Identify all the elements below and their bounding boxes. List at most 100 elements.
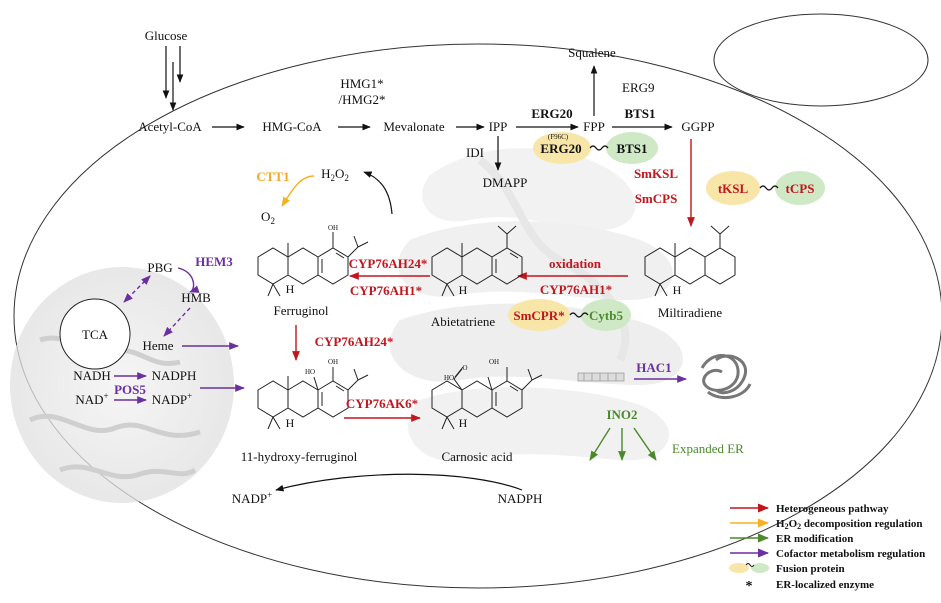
legend-fusion-yellow <box>729 563 749 573</box>
cyp76ak6-label: CYP76AK6* <box>346 396 418 411</box>
legend-fusion: Fusion protein <box>776 563 845 575</box>
pbg-mito-link <box>123 275 151 303</box>
erg20-fusion-blob <box>533 132 591 164</box>
cyp76ah1-a-label: CYP76AH1* <box>350 283 422 298</box>
glucose-label: Glucose <box>145 28 188 43</box>
tksl-fusion-blob <box>706 171 760 205</box>
mevalonate-label: Mevalonate <box>383 119 445 134</box>
ggpp-label: GGPP <box>681 119 714 134</box>
hydroxy-h: H <box>286 416 295 430</box>
ipp-label: IPP <box>489 119 508 134</box>
arrow-nadph-nadp-bottom <box>275 473 523 492</box>
carnosic-acid-structure <box>431 366 543 430</box>
protein-fold-icon <box>700 354 752 400</box>
tcps-label: tCPS <box>786 181 815 196</box>
hmb-heme-link <box>163 307 191 337</box>
legend-fusion-linker <box>745 563 755 567</box>
idi-label: IDI <box>466 145 484 160</box>
erg20-label: ERG20 <box>531 106 572 121</box>
ino2-label: INO2 <box>606 407 637 422</box>
hydroxy-ferruginol-label: 11-hydroxy-ferruginol <box>241 449 358 464</box>
nadp-bottom-label: NADP+ <box>232 490 272 506</box>
o2-label: O2 <box>261 209 275 226</box>
oxidation-label: oxidation <box>549 256 602 271</box>
abietatriene-label: Abietatriene <box>431 314 495 329</box>
smksl-label: SmKSL <box>634 166 678 181</box>
miltiradiene-label: Miltiradiene <box>658 305 722 320</box>
cytb5-label: Cytb5 <box>589 308 623 323</box>
hmg-coa-label: HMG-CoA <box>262 119 322 134</box>
f96c-label: (F96C) <box>548 133 569 141</box>
heme-label: Heme <box>142 338 173 353</box>
nadph-bottom-label: NADPH <box>498 491 543 506</box>
erg20-fusion-label: ERG20 <box>540 141 581 156</box>
nad-label: NAD+ <box>75 391 108 407</box>
cyp76ah1-b-label: CYP76AH1* <box>540 282 612 297</box>
hmb-label: HMB <box>181 290 211 305</box>
ctt1-label: CTT1 <box>256 169 289 184</box>
miltiradiene-h: H <box>673 283 682 297</box>
dna-strand-icon <box>577 372 625 382</box>
vacuole <box>713 13 929 107</box>
bts1-fusion-blob <box>606 132 658 164</box>
miltiradiene-structure <box>644 225 736 297</box>
carnosic-ho: HO <box>444 374 454 382</box>
tcps-fusion-blob <box>775 171 825 205</box>
legend-er-mod: ER modification <box>776 533 853 545</box>
bts1-label: BTS1 <box>624 106 655 121</box>
dmapp-label: DMAPP <box>483 175 528 190</box>
ferruginol-h: H <box>286 282 295 296</box>
arrow-pbg-hmb <box>177 267 200 293</box>
arrow-ino2-right <box>633 427 657 461</box>
arrow-h2o2-o2 <box>281 175 315 207</box>
carnosic-o: O <box>462 364 467 372</box>
nadh-label: NADH <box>73 368 111 383</box>
legend-asterisk: * <box>746 579 753 594</box>
hac1-label: HAC1 <box>636 360 671 375</box>
ferruginol-oh: OH <box>328 224 338 232</box>
tksl-tcps-linker <box>759 185 779 191</box>
pbg-label: PBG <box>147 260 172 275</box>
hmg2-label: /HMG2* <box>339 92 386 107</box>
smcpr-cytb5-linker <box>569 312 589 318</box>
ferruginol-label: Ferruginol <box>274 303 329 318</box>
smcpr-fusion-blob <box>508 299 570 331</box>
hydroxy-ho: HO <box>305 368 315 376</box>
nadph-label: NADPH <box>152 368 197 383</box>
legend: Heterogeneous pathway H2O2 decomposition… <box>729 503 925 594</box>
tca-label: TCA <box>82 327 109 342</box>
ferruginol-structure <box>257 232 369 297</box>
bts1-fusion-label: BTS1 <box>616 141 647 156</box>
hydroxy-ferruginol-structure <box>257 367 369 430</box>
fpp-label: FPP <box>583 119 605 134</box>
hydroxy-oh: OH <box>328 358 338 366</box>
acetyl-coa-label: Acetyl-CoA <box>138 119 202 134</box>
hem3-label: HEM3 <box>195 254 233 269</box>
abietatriene-h: H <box>459 283 468 297</box>
tksl-label: tKSL <box>718 181 749 196</box>
erg20-bts1-linker <box>589 145 609 151</box>
expanded-er-label: Expanded ER <box>672 441 744 456</box>
carnosic-oh: OH <box>489 358 499 366</box>
tca-cycle <box>59 298 131 370</box>
smcpr-label: SmCPR* <box>513 308 564 323</box>
cytb5-fusion-blob <box>581 299 631 331</box>
erg9-label: ERG9 <box>622 80 655 95</box>
legend-er-localized: ER-localized enzyme <box>776 579 874 591</box>
carnosic-acid-label: Carnosic acid <box>441 449 513 464</box>
cyp76ah24-a-label: CYP76AH24* <box>349 256 428 271</box>
nadp-label: NADP+ <box>152 391 192 407</box>
arrow-ino2-left <box>589 427 611 461</box>
legend-heterogeneous: Heterogeneous pathway <box>776 503 889 515</box>
smcps-label: SmCPS <box>635 191 678 206</box>
squalene-label: Squalene <box>568 45 616 60</box>
abietatriene-structure <box>431 225 523 297</box>
hmg1-label: HMG1* <box>340 76 383 91</box>
legend-fusion-green <box>751 563 769 573</box>
pos5-label: POS5 <box>114 382 146 397</box>
carnosic-h: H <box>459 416 468 430</box>
arrow-h2o2-loop <box>363 171 393 215</box>
legend-cofactor: Cofactor metabolism regulation <box>776 548 925 560</box>
